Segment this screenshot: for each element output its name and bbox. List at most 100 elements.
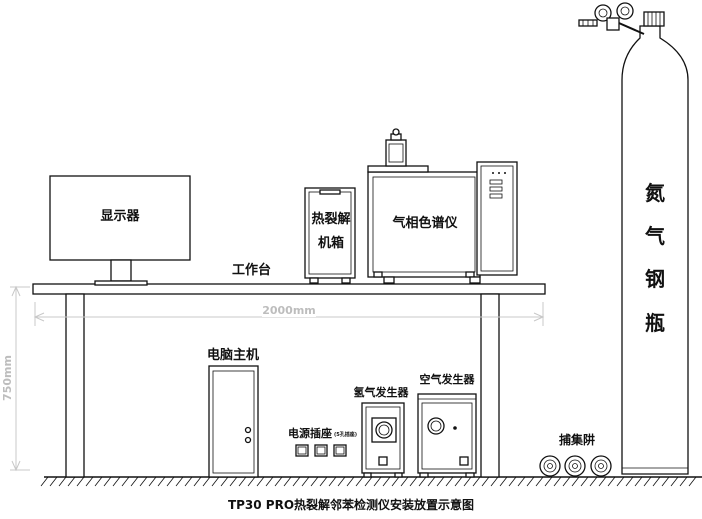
floor-hatch-line bbox=[598, 476, 607, 487]
floor-hatch-line bbox=[481, 476, 490, 487]
floor-hatch-line bbox=[544, 476, 553, 487]
pressure-regulator bbox=[578, 2, 645, 35]
diagram-caption: TP30 PRO热裂解邻苯检测仪安装放置示意图 bbox=[228, 497, 474, 512]
floor-hatch-line bbox=[535, 476, 544, 487]
pc-host: 电脑主机 bbox=[207, 347, 259, 478]
floor-hatch-line bbox=[85, 476, 94, 487]
gas-chromatograph: 气相色谱仪 bbox=[367, 128, 518, 284]
floor-hatch-line bbox=[562, 476, 571, 487]
floor-hatch-line bbox=[67, 476, 76, 487]
air-generator: 空气发生器 bbox=[417, 372, 477, 478]
floor-hatch-line bbox=[58, 476, 67, 487]
floor-hatch-line bbox=[193, 476, 202, 487]
trap-label: 捕集阱 bbox=[559, 432, 595, 447]
floor bbox=[40, 476, 702, 487]
floor-hatch-line bbox=[310, 476, 319, 487]
floor-hatch-line bbox=[184, 476, 193, 487]
cylinder-label-char1: 氮 bbox=[645, 181, 665, 205]
floor-hatch-line bbox=[373, 476, 382, 487]
floor-hatch-line bbox=[112, 476, 121, 487]
floor-hatch-line bbox=[643, 476, 652, 487]
floor-hatch-line bbox=[418, 476, 427, 487]
floor-hatch-line bbox=[616, 476, 625, 487]
hydrogen-generator-label: 氢气发生器 bbox=[354, 385, 410, 399]
floor-hatch-line bbox=[490, 476, 499, 487]
floor-hatch-line bbox=[148, 476, 157, 487]
floor-hatch-line bbox=[472, 476, 481, 487]
floor-hatch-line bbox=[661, 476, 670, 487]
floor-hatch-line bbox=[670, 476, 679, 487]
pc-host-label: 电脑主机 bbox=[207, 347, 259, 363]
floor-hatch-line bbox=[166, 476, 175, 487]
thermal-desorption-box: 热裂解 机箱 bbox=[304, 187, 356, 284]
monitor-label: 显示器 bbox=[100, 209, 140, 224]
floor-hatch-line bbox=[157, 476, 166, 487]
floor-hatch-line bbox=[328, 476, 337, 487]
floor-hatch-line bbox=[229, 476, 238, 487]
floor-hatch-line bbox=[130, 476, 139, 487]
floor-hatch-line bbox=[679, 476, 688, 487]
floor-hatch-line bbox=[580, 476, 589, 487]
thermal-box-label-line1: 热裂解 bbox=[311, 211, 350, 227]
floor-hatch-line bbox=[121, 476, 130, 487]
floor-hatch-line bbox=[382, 476, 391, 487]
cylinder-label-char3: 钢 bbox=[645, 267, 665, 291]
gc-label: 气相色谱仪 bbox=[392, 215, 458, 231]
floor-hatch-line bbox=[508, 476, 517, 487]
floor-hatch-line bbox=[211, 476, 220, 487]
floor-hatch-line bbox=[526, 476, 535, 487]
floor-hatch-line bbox=[301, 476, 310, 487]
cylinder-label-char2: 气 bbox=[644, 224, 665, 248]
floor-hatch-line bbox=[76, 476, 85, 487]
cylinder-label-char4: 瓶 bbox=[645, 311, 665, 335]
floor-hatch-line bbox=[175, 476, 184, 487]
floor-hatch-line bbox=[391, 476, 400, 487]
floor-hatch-line bbox=[40, 476, 49, 487]
floor-hatch-line bbox=[607, 476, 616, 487]
air-generator-label: 空气发生器 bbox=[420, 372, 476, 386]
workbench: 工作台 bbox=[32, 262, 546, 478]
power-strip-label: 电源插座 bbox=[288, 426, 332, 440]
floor-hatch-line bbox=[49, 476, 58, 487]
floor-hatch-line bbox=[463, 476, 472, 487]
floor-hatch-line bbox=[139, 476, 148, 487]
floor-hatch-line bbox=[364, 476, 373, 487]
floor-hatch-line bbox=[292, 476, 301, 487]
floor-hatch-line bbox=[355, 476, 364, 487]
floor-hatch-line bbox=[103, 476, 112, 487]
floor-hatch-line bbox=[274, 476, 283, 487]
floor-hatch-line bbox=[634, 476, 643, 487]
floor-hatch-line bbox=[238, 476, 247, 487]
floor-hatch-line bbox=[436, 476, 445, 487]
floor-hatch-line bbox=[571, 476, 580, 487]
floor-hatch-line bbox=[499, 476, 508, 487]
floor-hatch-line bbox=[409, 476, 418, 487]
power-strip: 电源插座 (5孔插座) bbox=[288, 426, 357, 457]
floor-hatch-line bbox=[400, 476, 409, 487]
trap: 捕集阱 bbox=[539, 432, 612, 477]
floor-hatch-line bbox=[283, 476, 292, 487]
floor-hatch-line bbox=[202, 476, 211, 487]
power-strip-note: (5孔插座) bbox=[334, 431, 357, 438]
floor-hatch-line bbox=[454, 476, 463, 487]
floor-hatch-line bbox=[688, 476, 697, 487]
floor-hatch-line bbox=[247, 476, 256, 487]
height-dimension: 750mm bbox=[1, 285, 30, 472]
height-dimension-label: 750mm bbox=[1, 355, 14, 401]
floor-hatch-line bbox=[625, 476, 634, 487]
width-dimension-label: 2000mm bbox=[262, 304, 316, 317]
floor-hatch-line bbox=[553, 476, 562, 487]
floor-hatch-line bbox=[337, 476, 346, 487]
floor-hatch-line bbox=[94, 476, 103, 487]
floor-hatch-line bbox=[445, 476, 454, 487]
nitrogen-cylinder: 氮 气 钢 瓶 bbox=[621, 11, 689, 475]
floor-hatch-line bbox=[652, 476, 661, 487]
floor-hatch-line bbox=[589, 476, 598, 487]
floor-hatch-line bbox=[265, 476, 274, 487]
width-dimension: 2000mm bbox=[33, 302, 545, 326]
hydrogen-generator: 氢气发生器 bbox=[354, 385, 410, 478]
floor-hatch-line bbox=[319, 476, 328, 487]
floor-hatch-line bbox=[427, 476, 436, 487]
floor-hatch-line bbox=[256, 476, 265, 487]
